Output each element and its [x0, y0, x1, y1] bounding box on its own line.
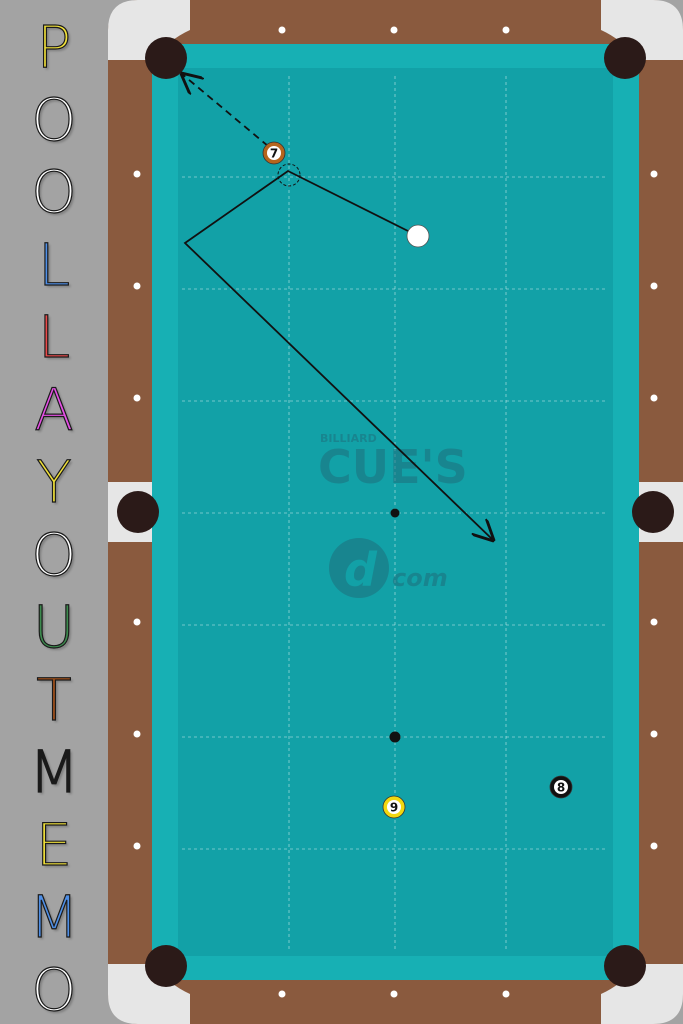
diamond: [650, 730, 658, 738]
cue-ball[interactable]: [406, 224, 430, 248]
cue-ball-path: [183, 169, 493, 540]
watermark-main: CUE'S: [318, 440, 468, 494]
diamond: [502, 990, 510, 998]
pocket: [145, 37, 187, 79]
diamond: [390, 990, 398, 998]
title-letter: O: [31, 158, 78, 226]
balls[interactable]: 7 9 8: [262, 141, 573, 819]
pool-table-diagram[interactable]: BILLIARD CUE'S d com 7 9 8: [108, 0, 683, 1024]
corner-frame-top-left: [108, 0, 190, 60]
corner-frame-bottom-left: [108, 964, 190, 1024]
diamond: [278, 26, 286, 34]
diamond: [390, 26, 398, 34]
diamond: [650, 842, 658, 850]
watermark-logo-letter: d: [344, 543, 378, 597]
diamond: [133, 618, 141, 626]
pocket: [604, 945, 646, 987]
title-letter: T: [36, 665, 73, 734]
watermark-small: BILLIARD: [320, 432, 377, 445]
ball-8[interactable]: 8: [549, 775, 573, 799]
title-letter: M: [28, 883, 80, 951]
rail-diamonds: [133, 26, 658, 998]
title-letter: P: [36, 13, 72, 81]
diamond: [133, 170, 141, 178]
diamond: [650, 170, 658, 178]
title-letter: E: [35, 810, 73, 879]
title-letter: O: [31, 955, 78, 1024]
watermark-logo-circle: [329, 538, 389, 598]
title-letter: A: [34, 375, 75, 444]
center-spot: [390, 508, 400, 518]
diamond: [502, 26, 510, 34]
title-letter: O: [31, 520, 78, 589]
title-letter: L: [37, 230, 71, 299]
diamond: [133, 730, 141, 738]
diamond: [133, 394, 141, 402]
watermark-logo-suffix: com: [392, 564, 448, 592]
ball-number: 8: [557, 781, 565, 795]
title-letter: M: [28, 738, 80, 806]
diamond: [278, 990, 286, 998]
watermark: BILLIARD CUE'S d com: [318, 432, 468, 598]
title-letter: Y: [36, 448, 73, 516]
title-letter: L: [37, 303, 71, 371]
corner-frame-top-right: [601, 0, 683, 60]
diamond: [650, 282, 658, 290]
diamond: [650, 618, 658, 626]
foot-spot: [389, 731, 401, 743]
corner-frame-bottom-right: [601, 964, 683, 1024]
ball-7[interactable]: 7: [262, 141, 286, 165]
pocket: [117, 491, 159, 533]
pocket: [632, 491, 674, 533]
pocket: [145, 945, 187, 987]
pocket: [604, 37, 646, 79]
title-letter: O: [31, 85, 78, 154]
ghost-ball: [277, 163, 301, 187]
pockets: [117, 37, 674, 987]
diamond: [133, 842, 141, 850]
diamond: [650, 394, 658, 402]
ball-number: 9: [390, 801, 398, 815]
title-letter: U: [32, 593, 76, 661]
ball-9[interactable]: 9: [382, 795, 406, 819]
object-ball-path: [182, 74, 269, 147]
ball-number: 7: [270, 147, 278, 161]
pool-table[interactable]: BILLIARD CUE'S d com 7 9 8: [108, 0, 683, 1024]
diamond: [133, 282, 141, 290]
